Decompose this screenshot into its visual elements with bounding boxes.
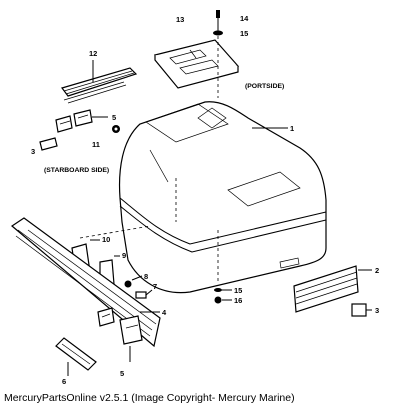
starboard-side-label: (STARBOARD SIDE) xyxy=(44,167,109,174)
callout-5-bottom: 5 xyxy=(120,369,124,378)
callout-14: 14 xyxy=(240,14,249,23)
callout-11: 11 xyxy=(92,140,100,149)
part-8-nut xyxy=(124,275,143,288)
part-16-nut-bottom xyxy=(214,296,232,304)
part-5-bumper-pads-bottom xyxy=(97,307,143,362)
callout-15-bottom: 15 xyxy=(234,286,242,295)
callout-9: 9 xyxy=(122,251,126,260)
image-copyright-caption: MercuryPartsOnline v2.5.1 (Image Copyrig… xyxy=(4,392,295,404)
part-12-stripe-decal xyxy=(61,60,138,104)
callout-4: 4 xyxy=(162,308,167,317)
callout-6: 6 xyxy=(62,377,66,386)
callout-1: 1 xyxy=(290,124,294,133)
part-6-nameplate-decal xyxy=(55,337,97,376)
callout-13: 13 xyxy=(176,15,184,24)
part-3-decal-left xyxy=(39,137,58,151)
part-7-screw xyxy=(135,289,153,299)
callout-3-left: 3 xyxy=(31,147,35,156)
part-15-washer-bottom xyxy=(214,230,232,292)
part-11-grommet xyxy=(112,125,120,133)
callout-2: 2 xyxy=(375,266,379,275)
callout-16: 16 xyxy=(234,296,242,305)
part-15-washer-top xyxy=(213,30,223,36)
part-3-decal-right xyxy=(351,303,372,317)
callout-3-right: 3 xyxy=(375,306,379,315)
part-5-bumper-pads-top xyxy=(55,109,108,133)
portside-label: (PORTSIDE) xyxy=(245,83,284,90)
part-4-stripe-decal-left xyxy=(11,217,161,348)
callout-10: 10 xyxy=(102,235,110,244)
callout-7: 7 xyxy=(153,282,157,291)
callout-12: 12 xyxy=(89,49,97,58)
callout-8: 8 xyxy=(144,272,148,281)
part-1-top-cowl xyxy=(118,101,327,294)
callout-5-top: 5 xyxy=(112,113,116,122)
part-2-stripe-decal-right xyxy=(293,265,372,313)
callout-15-top: 15 xyxy=(240,29,248,38)
part-13-cover-plate xyxy=(153,39,240,89)
